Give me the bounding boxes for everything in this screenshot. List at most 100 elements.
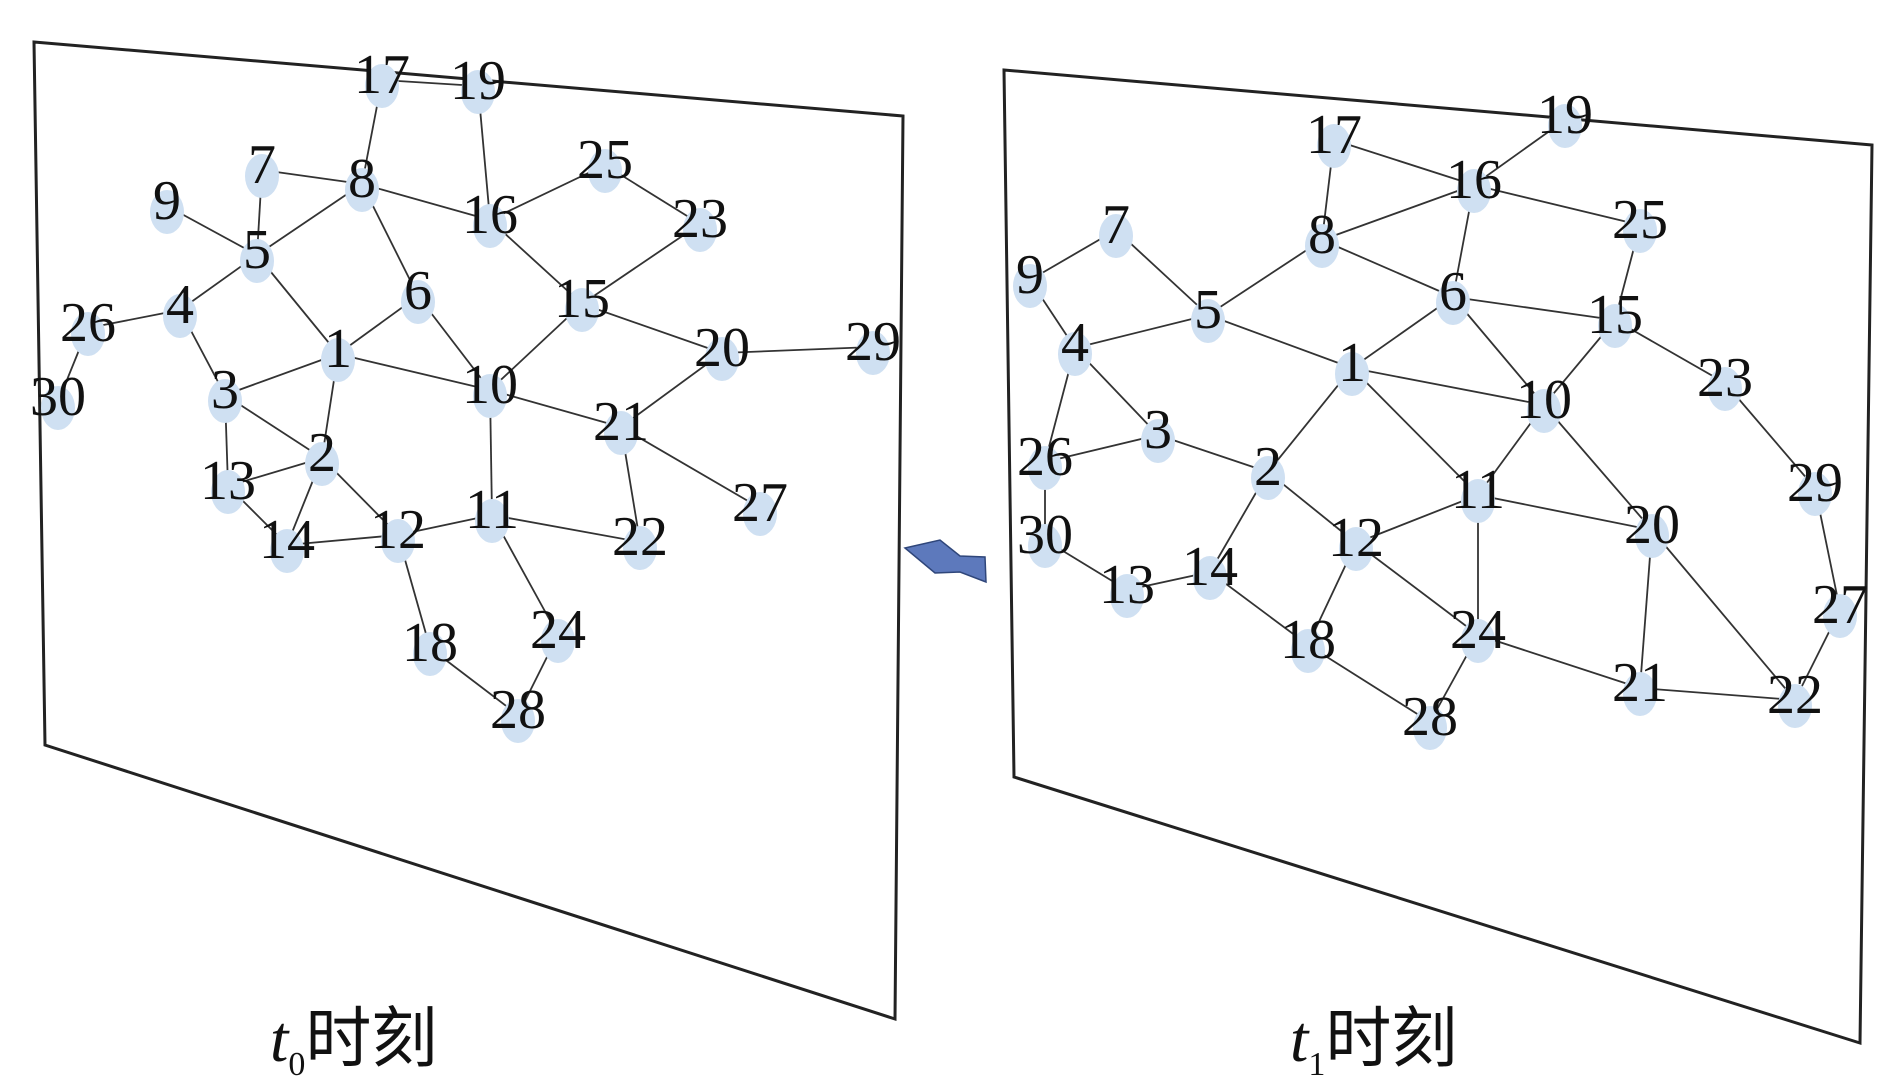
node-label: 30	[30, 366, 86, 428]
node-9: 9	[1013, 244, 1047, 308]
caption-variable: t	[270, 1003, 289, 1076]
edge-6-10	[1452, 296, 1545, 406]
node-4: 4	[163, 274, 197, 338]
edge-6-1	[1351, 296, 1454, 369]
node-label: 8	[1308, 204, 1336, 266]
edge-4-5	[1074, 314, 1209, 349]
node-label: 10	[462, 354, 518, 416]
edge-5-1	[1207, 314, 1353, 369]
node-label: 22	[612, 506, 668, 568]
node-label: 13	[1099, 554, 1155, 616]
node-marker	[1013, 264, 1047, 308]
node-20: 20	[694, 317, 750, 381]
node-marker	[1527, 389, 1561, 433]
edge-6-15	[1452, 296, 1616, 321]
node-marker	[321, 338, 355, 382]
node-marker	[1413, 706, 1447, 750]
node-marker	[71, 312, 105, 356]
node-label: 25	[577, 129, 633, 191]
node-20: 20	[1624, 494, 1680, 558]
node-marker	[473, 374, 507, 418]
node-22: 22	[612, 506, 668, 570]
node-16: 16	[462, 184, 518, 248]
node-marker	[1598, 304, 1632, 348]
node-label: 3	[211, 359, 239, 421]
node-28: 28	[1402, 686, 1458, 750]
node-marker	[1778, 684, 1812, 728]
node-16: 16	[1446, 149, 1502, 213]
node-label: 23	[1697, 347, 1753, 409]
node-22: 22	[1767, 664, 1823, 728]
node-label: 17	[1306, 104, 1362, 166]
node-label: 7	[1102, 194, 1130, 256]
node-15: 15	[1587, 284, 1643, 348]
edge-20-21	[620, 352, 723, 428]
node-marker	[541, 619, 575, 663]
node-marker	[1099, 214, 1133, 258]
node-1: 1	[321, 318, 355, 382]
node-10: 10	[462, 354, 518, 418]
node-marker	[381, 519, 415, 563]
edge-1-10	[1351, 367, 1545, 406]
node-label: 28	[1402, 686, 1458, 748]
node-label: 19	[1537, 84, 1593, 146]
node-marker	[461, 70, 495, 114]
node-label: 30	[1017, 504, 1073, 566]
node-24: 24	[1450, 599, 1506, 663]
node-marker	[705, 337, 739, 381]
edge-5-8	[256, 183, 363, 256]
node-7: 7	[1099, 194, 1133, 258]
node-7: 7	[245, 134, 279, 198]
edge-14-18	[1209, 571, 1309, 646]
node-19: 19	[450, 50, 506, 114]
node-label: 23	[672, 188, 728, 250]
node-marker	[683, 208, 717, 252]
edge-24-21	[1477, 634, 1641, 689]
node-label: 27	[732, 472, 788, 534]
node-label: 9	[153, 170, 181, 232]
node-marker	[604, 411, 638, 455]
node-label: 6	[404, 260, 432, 322]
node-marker	[1823, 594, 1857, 638]
node-marker	[305, 442, 339, 486]
edge-14-12	[286, 534, 399, 546]
node-23: 23	[672, 188, 728, 252]
caption-variable: t	[1290, 1003, 1309, 1076]
node-label: 8	[348, 148, 376, 210]
node-marker	[345, 168, 379, 212]
node-marker	[1335, 352, 1369, 396]
node-marker	[1305, 224, 1339, 268]
node-marker	[1708, 367, 1742, 411]
node-label: 9	[1016, 244, 1044, 306]
caption-suffix: 时刻	[305, 1000, 438, 1077]
node-marker	[211, 470, 245, 514]
node-5: 5	[240, 219, 274, 283]
node-marker	[208, 379, 242, 423]
node-label: 17	[354, 44, 410, 106]
node-marker	[413, 632, 447, 676]
node-marker	[856, 331, 890, 375]
node-11: 11	[1451, 459, 1505, 523]
node-label: 7	[248, 134, 276, 196]
node-label: 20	[694, 317, 750, 379]
panel-frame-t0	[32, 40, 905, 1022]
node-marker	[1436, 281, 1470, 325]
node-label: 14	[1182, 536, 1238, 598]
node-17: 17	[354, 44, 410, 108]
edge-26-3	[1044, 434, 1159, 463]
node-label: 16	[462, 184, 518, 246]
node-marker	[1317, 124, 1351, 168]
node-1: 1	[1335, 332, 1369, 396]
node-marker	[1623, 672, 1657, 716]
node-label: 4	[1061, 312, 1089, 374]
node-label: 13	[200, 450, 256, 512]
node-3: 3	[208, 359, 242, 423]
node-marker	[1193, 556, 1227, 600]
caption-suffix: 时刻	[1325, 1000, 1458, 1077]
node-marker	[245, 154, 279, 198]
node-label: 15	[1587, 284, 1643, 346]
node-25: 25	[577, 129, 633, 193]
node-marker	[623, 526, 657, 570]
